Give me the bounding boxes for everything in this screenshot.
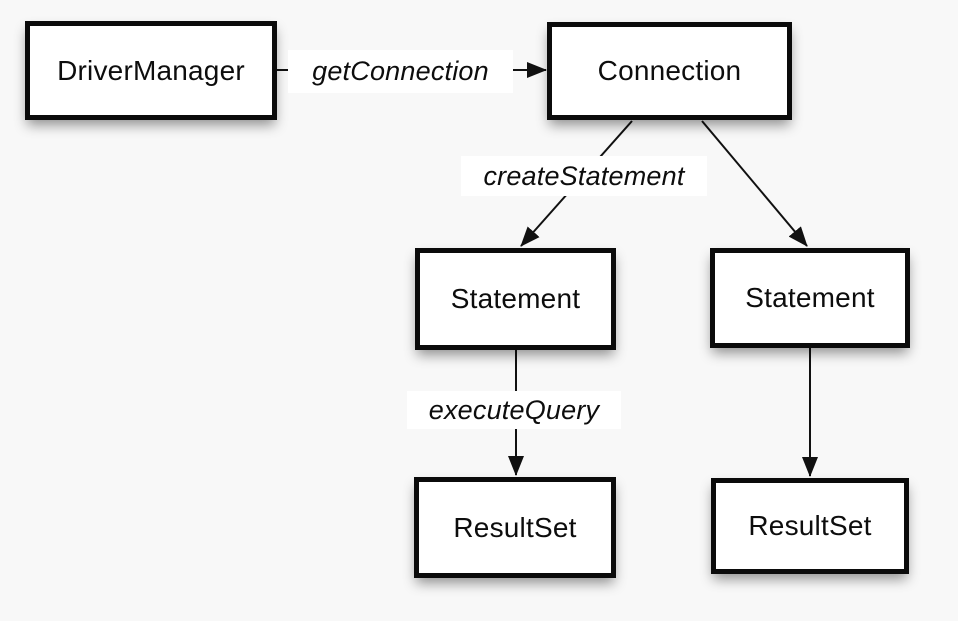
edge-connection-to-statement-right-line bbox=[701, 120, 808, 247]
node-resultset-left-label: ResultSet bbox=[453, 511, 577, 543]
edge-label-createstatement: createStatement bbox=[461, 156, 707, 196]
edge-label-executequery-text: executeQuery bbox=[428, 394, 600, 425]
node-statement-left: Statement bbox=[415, 248, 616, 350]
node-resultset-right-label: ResultSet bbox=[748, 510, 872, 541]
node-statement-right: Statement bbox=[710, 248, 910, 348]
node-drivermanager-label: DriverManager bbox=[57, 54, 245, 86]
node-resultset-right: ResultSet bbox=[711, 478, 909, 574]
node-drivermanager: DriverManager bbox=[25, 21, 277, 120]
node-statement-left-label: Statement bbox=[450, 283, 581, 314]
edge-label-getconnection: getConnection bbox=[288, 50, 513, 93]
node-resultset-left: ResultSet bbox=[414, 477, 616, 578]
edge-label-executequery: executeQuery bbox=[407, 391, 621, 429]
node-statement-right-label: Statement bbox=[745, 282, 875, 313]
node-connection-label: Connection bbox=[597, 55, 742, 86]
edge-label-createstatement-text: createStatement bbox=[483, 160, 685, 191]
edge-label-getconnection-text: getConnection bbox=[312, 56, 489, 86]
node-connection: Connection bbox=[547, 22, 792, 120]
